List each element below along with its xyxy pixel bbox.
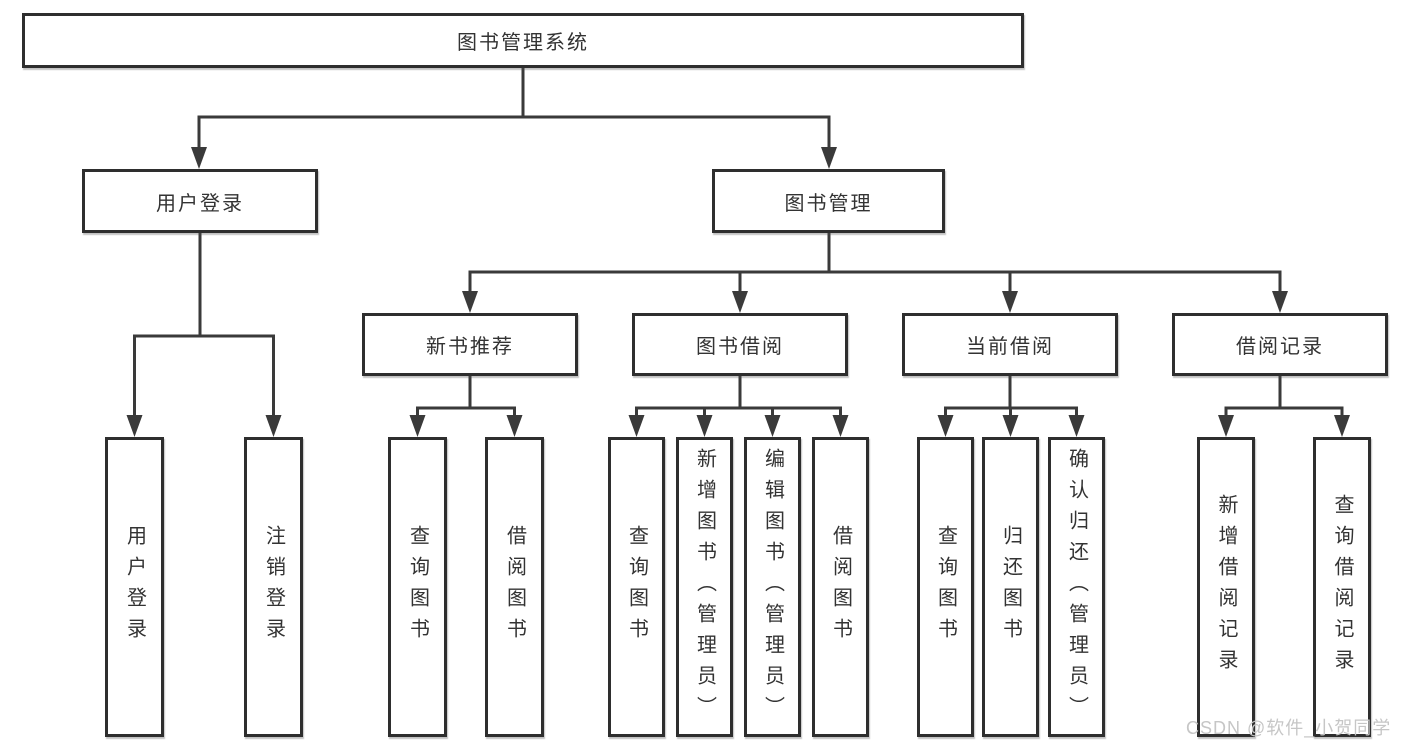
connector-book-borrow-children bbox=[635, 374, 842, 420]
node-new-book-recommend: 新书推荐 bbox=[362, 313, 578, 376]
leaf-current-query-book-label: 查询图书 bbox=[934, 525, 957, 649]
csdn-watermark: CSDN @软件_小贺同学 bbox=[1186, 718, 1392, 738]
arrow-down-icon bbox=[628, 415, 645, 437]
connector-current-borrow-children bbox=[944, 374, 1078, 420]
leaf-borrow-book: 借阅图书 bbox=[812, 437, 869, 737]
arrow-down-icon bbox=[191, 147, 207, 169]
leaf-confirm-return-admin: 确认归还（管理员） bbox=[1048, 437, 1105, 737]
arrow-down-icon bbox=[732, 291, 748, 313]
leaf-return-book-label: 归还图书 bbox=[999, 525, 1022, 649]
leaf-recommend-query-book: 查询图书 bbox=[388, 437, 447, 737]
leaf-confirm-return-admin-label: 确认归还（管理员） bbox=[1065, 447, 1088, 727]
leaf-borrow-book-label: 借阅图书 bbox=[829, 525, 852, 649]
arrow-down-icon bbox=[821, 147, 837, 169]
node-book-management-label: 图书管理 bbox=[784, 192, 873, 215]
arrow-down-icon bbox=[409, 415, 426, 437]
leaf-user-login-label: 用户登录 bbox=[123, 525, 146, 649]
leaf-borrowing-query-book-label: 查询图书 bbox=[625, 525, 648, 649]
arrow-down-icon bbox=[1272, 291, 1288, 313]
node-book-borrowing: 图书借阅 bbox=[632, 313, 848, 376]
leaf-add-book-admin-label: 新增图书（管理员） bbox=[693, 447, 716, 727]
connector-new-book-rec-children bbox=[416, 374, 516, 420]
arrow-down-icon bbox=[1068, 415, 1085, 437]
node-borrowing-records-label: 借阅记录 bbox=[1236, 336, 1324, 358]
arrow-down-icon bbox=[1002, 291, 1018, 313]
leaf-add-borrow-record: 新增借阅记录 bbox=[1197, 437, 1255, 737]
node-user-login-label: 用户登录 bbox=[156, 192, 244, 215]
leaf-query-borrow-record: 查询借阅记录 bbox=[1313, 437, 1371, 737]
leaf-query-borrow-record-label: 查询借阅记录 bbox=[1331, 494, 1353, 680]
leaf-add-book-admin: 新增图书（管理员） bbox=[676, 437, 733, 737]
node-book-borrowing-label: 图书借阅 bbox=[696, 336, 784, 358]
node-root: 图书管理系统 bbox=[22, 13, 1024, 68]
node-new-book-recommend-label: 新书推荐 bbox=[426, 336, 514, 358]
arrow-down-icon bbox=[1002, 415, 1019, 437]
arrowheads bbox=[126, 147, 1350, 437]
leaf-borrowing-query-book: 查询图书 bbox=[608, 437, 665, 737]
leaf-recommend-borrow-book-label: 借阅图书 bbox=[503, 525, 526, 649]
node-current-borrowing: 当前借阅 bbox=[902, 313, 1118, 376]
node-user-login: 用户登录 bbox=[82, 169, 318, 233]
leaf-current-query-book: 查询图书 bbox=[917, 437, 974, 737]
arrow-down-icon bbox=[832, 415, 849, 437]
connector-book-mgmt-children bbox=[468, 231, 1282, 296]
node-book-management: 图书管理 bbox=[712, 169, 945, 233]
arrow-down-icon bbox=[462, 291, 478, 313]
arrow-down-icon bbox=[764, 415, 781, 437]
arrow-down-icon bbox=[937, 415, 954, 437]
arrow-down-icon bbox=[696, 415, 713, 437]
node-root-label: 图书管理系统 bbox=[457, 32, 589, 54]
leaf-logout: 注销登录 bbox=[244, 437, 303, 737]
arrow-down-icon bbox=[126, 415, 143, 437]
node-current-borrowing-label: 当前借阅 bbox=[966, 336, 1054, 358]
connector-user-login-children bbox=[133, 231, 275, 420]
node-borrowing-records: 借阅记录 bbox=[1172, 313, 1388, 376]
arrow-down-icon bbox=[1334, 415, 1350, 437]
arrow-down-icon bbox=[265, 415, 282, 437]
leaf-return-book: 归还图书 bbox=[982, 437, 1039, 737]
leaf-logout-label: 注销登录 bbox=[262, 525, 285, 649]
arrow-down-icon bbox=[506, 415, 523, 437]
leaf-add-borrow-record-label: 新增借阅记录 bbox=[1215, 494, 1237, 680]
leaf-user-login: 用户登录 bbox=[105, 437, 164, 737]
leaf-recommend-borrow-book: 借阅图书 bbox=[485, 437, 544, 737]
leaf-edit-book-admin-label: 编辑图书（管理员） bbox=[761, 447, 784, 727]
arrow-down-icon bbox=[1218, 415, 1234, 437]
connector-borrow-records-children bbox=[1224, 374, 1344, 420]
leaf-recommend-query-book-label: 查询图书 bbox=[406, 525, 429, 649]
leaf-edit-book-admin: 编辑图书（管理员） bbox=[744, 437, 801, 737]
connector-root-to-level2 bbox=[197, 66, 831, 152]
